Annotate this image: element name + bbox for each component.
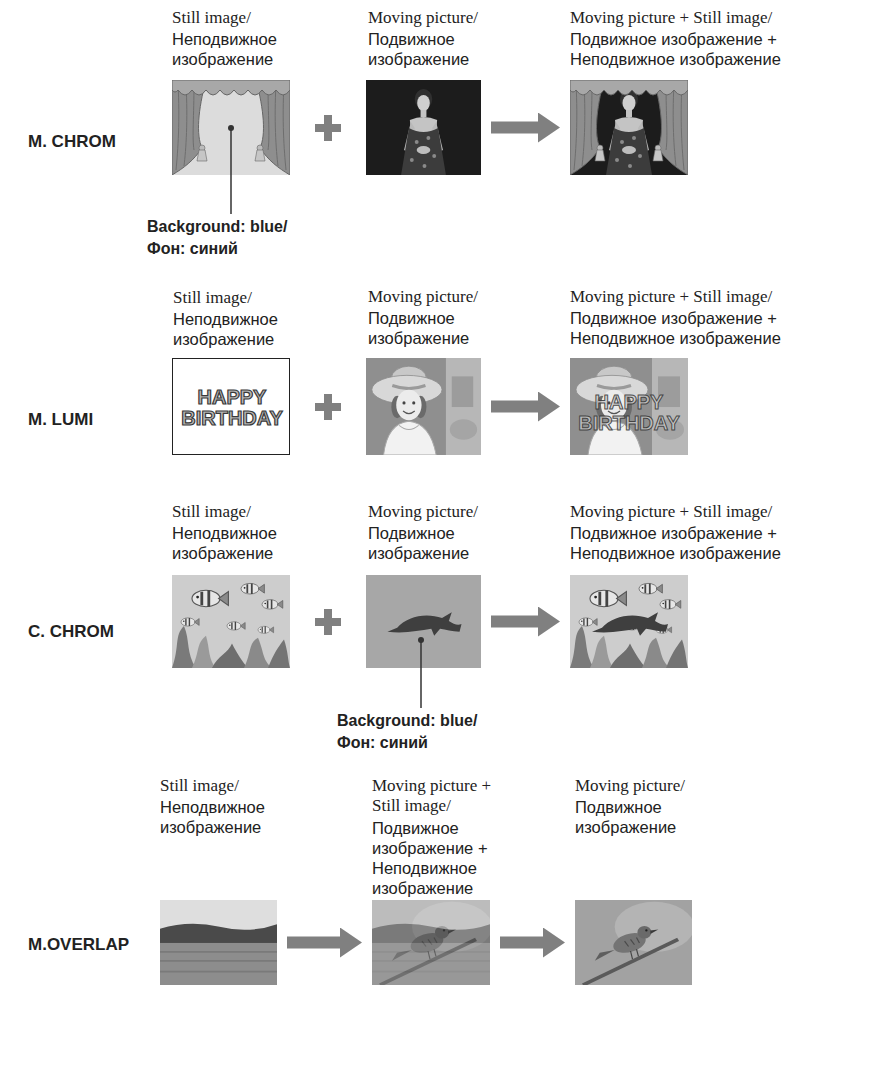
caption-english: Moving picture + Still image/ [570,8,870,28]
sea-image [172,575,290,668]
caption-russian: Подвижное изображение + Неподвижное изоб… [570,308,870,348]
bird-image [372,900,492,985]
girl-image [366,358,481,455]
caption-russian: Подвижное изображение + Неподвижное изоб… [372,818,512,898]
image-node: Moving picture + Still image/Подвижное и… [372,900,490,985]
image-node: Moving picture + Still image/Подвижное и… [570,358,688,455]
caption-russian: Подвижное изображение [368,308,518,348]
blue-backdrop [366,575,481,668]
image-node: Still image/Неподвижное изображение [160,900,277,985]
caption-russian: Подвижное изображение [575,797,725,837]
caption-english: Moving picture/ [368,287,518,307]
image-node: Moving picture/Подвижное изображение [366,575,481,668]
callout-text: Background: blue/ Фон: синий [147,216,322,260]
image-node: Moving picture/Подвижное изображение [366,80,481,175]
mode-label: M.OVERLAP [28,935,158,955]
flow-arrow [287,937,340,949]
caption-english: Moving picture + Still image/ [570,287,870,307]
overlay-text: HAPPY BIRTHDAY [570,392,688,434]
mode-label: M. CHROM [28,132,158,152]
caption-russian: Подвижное изображение + Неподвижное изоб… [570,523,870,563]
woman-image [570,80,688,175]
caption-russian: Подвижное изображение + Неподвижное изоб… [570,29,870,69]
callout-text: Background: blue/ Фон: синий [337,710,512,754]
girl-image [570,358,688,455]
bird-image [575,900,694,985]
sea-image [570,575,688,668]
flow-arrow [491,122,538,134]
mode-label: M. LUMI [28,410,158,430]
leader-dot [228,125,424,643]
image-node: Moving picture + Still image/Подвижное и… [570,575,688,668]
caption-english: Moving picture + Still image/ [570,502,870,522]
mode-label: C. CHROM [28,622,158,642]
image-node: Moving picture/Подвижное изображение [366,358,481,455]
caption-russian: Подвижное изображение [368,523,518,563]
image-node: Still image/Неподвижное изображение [172,575,290,668]
caption-english: Still image/ [172,502,322,522]
woman-image [366,80,481,175]
caption-english: Moving picture/ [368,8,518,28]
landscape-image [160,900,277,985]
image-node: Still image/Неподвижное изображениеHAPPY… [172,358,290,455]
overlay-text: HAPPY BIRTHDAY [173,387,291,429]
image-node: Moving picture/Подвижное изображение [575,900,692,985]
caption-russian: Неподвижное изображение [172,29,322,69]
curtain-image [570,80,688,175]
caption-english: Still image/ [160,776,310,796]
caption-russian: Неподвижное изображение [160,797,310,837]
image-node: Still image/Неподвижное изображение [172,80,290,175]
caption-russian: Неподвижное изображение [173,309,323,349]
caption-english: Still image/ [173,288,323,308]
dolphin-image [387,612,461,635]
caption-russian: Неподвижное изображение [172,523,322,563]
caption-russian: Подвижное изображение [368,29,518,69]
flow-arrow [491,401,538,413]
caption-english: Moving picture/ [575,776,725,796]
title-card [172,358,290,455]
caption-english: Moving picture/ [368,502,518,522]
plus-sign [315,115,341,635]
image-node: Moving picture + Still image/Подвижное и… [570,80,688,175]
dolphin-image [592,612,668,635]
caption-english: Still image/ [172,8,322,28]
caption-english: Moving picture + Still image/ [372,776,512,816]
flow-arrow [491,616,538,628]
flow-arrow [500,937,543,949]
